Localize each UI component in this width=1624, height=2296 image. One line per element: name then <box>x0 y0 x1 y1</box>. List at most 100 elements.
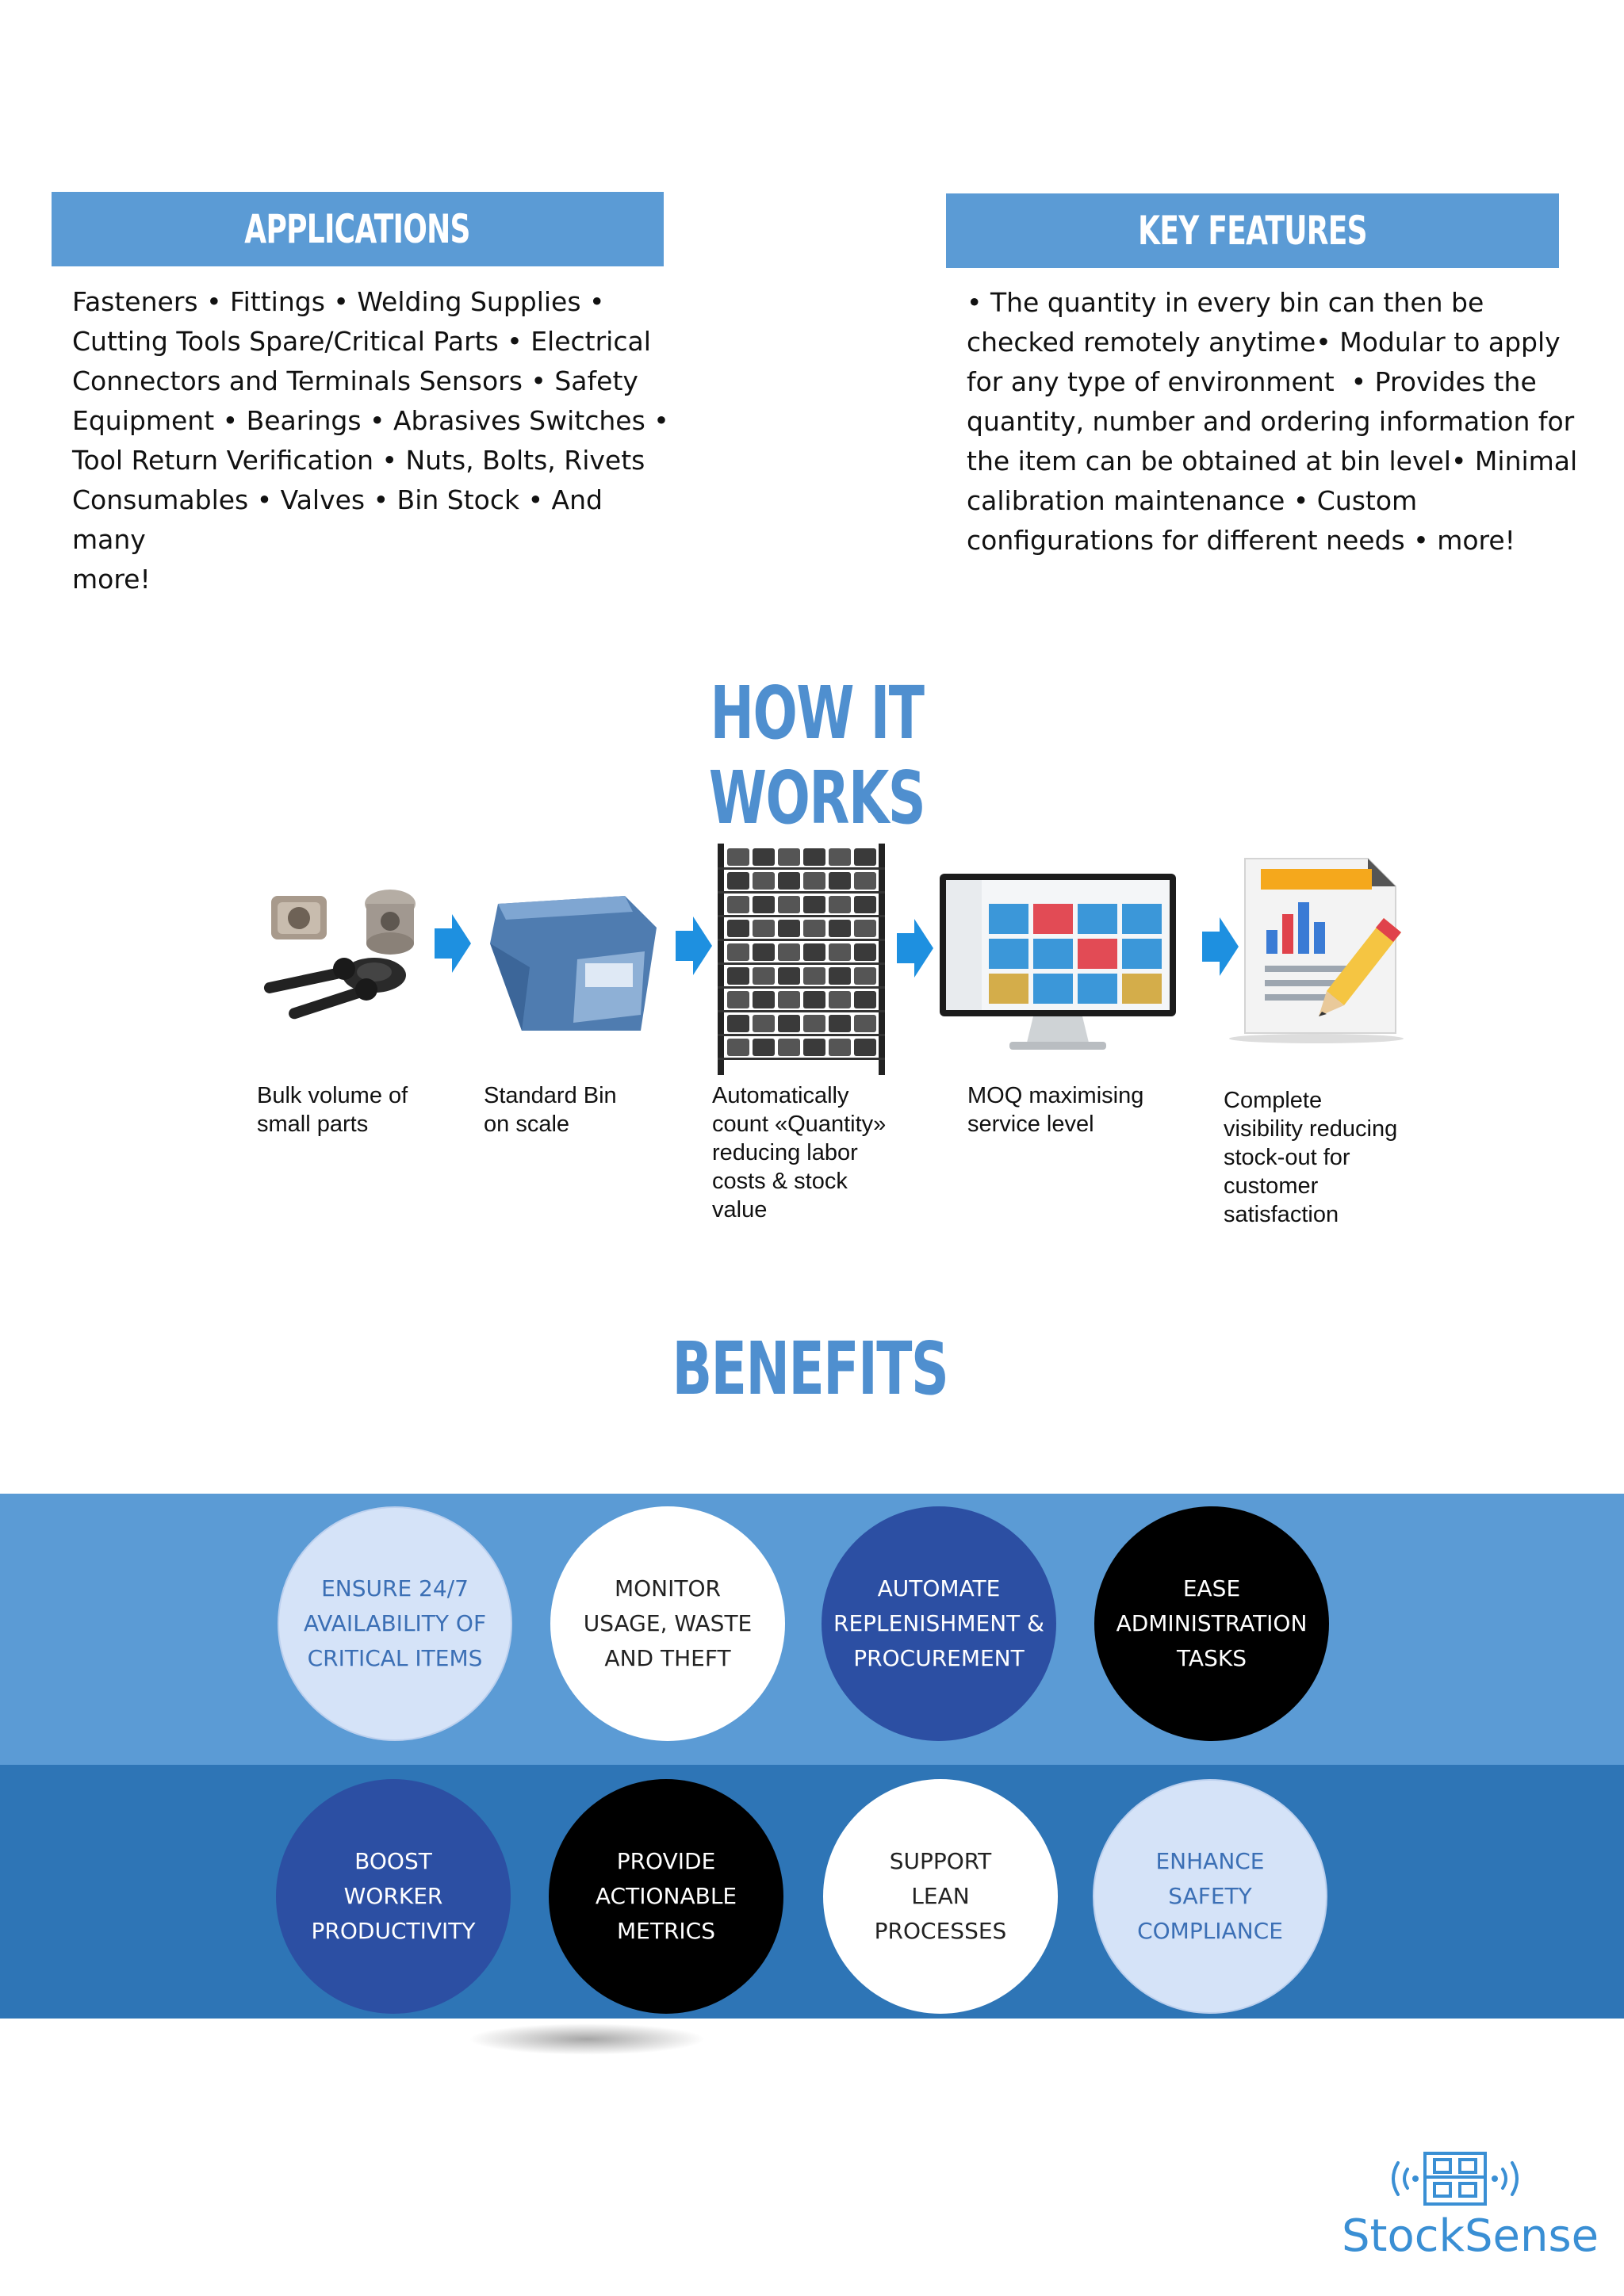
shelf-bin <box>854 872 876 890</box>
shelf-bin <box>803 967 825 985</box>
stocksense-logo-icon <box>1392 2152 1519 2206</box>
applications-heading: APPLICATIONS <box>52 192 664 266</box>
dashboard-tile <box>989 904 1028 934</box>
shelf-bin <box>854 920 876 937</box>
shelf-bin <box>803 1039 825 1056</box>
shelf-bin <box>829 848 851 866</box>
step-label-bulk: Bulk volume of small parts <box>257 1083 408 1137</box>
arrow-right-icon <box>897 919 933 978</box>
shelf-bin <box>727 943 749 961</box>
stocksense-logo-text: StockSense <box>1342 2210 1599 2262</box>
shelf-bin <box>753 872 775 890</box>
shelf-rail <box>718 1034 885 1036</box>
dashboard-tile <box>1078 939 1117 969</box>
shelf-bin <box>829 872 851 890</box>
dashboard-tile <box>1033 904 1073 934</box>
benefits-band-bottom <box>0 1765 1624 2019</box>
shelf-bin <box>753 848 775 866</box>
shelf-bin <box>803 943 825 961</box>
shelf-bin <box>727 872 749 890</box>
shelf-icon <box>718 844 885 1075</box>
band-shadow <box>468 2023 706 2055</box>
shelf-bin <box>854 848 876 866</box>
benefits-title: BENEFITS <box>672 1326 949 1411</box>
shelf-bin <box>829 967 851 985</box>
shelf-bin <box>753 920 775 937</box>
shelf-bin <box>753 991 775 1008</box>
report-icon <box>1229 858 1404 1043</box>
step-label-bin: Standard Bin on scale <box>484 1083 617 1137</box>
dashboard-tile <box>1078 974 1117 1004</box>
shelf-bin <box>727 967 749 985</box>
shelf-bin <box>727 991 749 1008</box>
shelf-rail <box>718 867 885 870</box>
shelf-bin <box>803 872 825 890</box>
shelf-bin <box>829 896 851 913</box>
shelf-rail <box>718 1010 885 1012</box>
key-features-heading: KEY FEATURES <box>946 193 1559 268</box>
shelf-bin <box>854 967 876 985</box>
dashboard-tile <box>1033 974 1073 1004</box>
shelf-bin <box>803 920 825 937</box>
dashboard-tile <box>989 974 1028 1004</box>
shelf-bin <box>727 920 749 937</box>
dashboard-tile <box>989 939 1028 969</box>
bin-icon <box>490 896 657 1031</box>
key-features-text: • The quantity in every bin can then be … <box>967 287 1578 556</box>
shelf-bin <box>803 896 825 913</box>
shelf-bin <box>753 943 775 961</box>
shelf-bin <box>778 872 800 890</box>
shelf-bin <box>778 991 800 1008</box>
shelf-bin <box>778 967 800 985</box>
applications-text: Fasteners • Fittings • Welding Supplies … <box>72 286 669 595</box>
shelf-bin <box>829 943 851 961</box>
shelf-rail <box>718 1058 885 1060</box>
shelf-rail <box>718 915 885 917</box>
shelf-bin <box>778 896 800 913</box>
shelf-bin <box>778 848 800 866</box>
arrow-right-icon <box>676 916 712 975</box>
dashboard-tile <box>1122 939 1162 969</box>
shelf-rail <box>718 986 885 989</box>
shelf-bin <box>727 848 749 866</box>
shelf-bin <box>854 896 876 913</box>
shelf-bin <box>854 991 876 1008</box>
shelf-bin <box>778 1039 800 1056</box>
shelf-rail <box>718 962 885 965</box>
shelf-bin <box>727 1039 749 1056</box>
shelf-bin <box>829 991 851 1008</box>
shelf-bin <box>778 920 800 937</box>
shelf-bin <box>753 896 775 913</box>
step-label-count: Automatically count «Quantity» reducing … <box>712 1083 887 1223</box>
shelf-rail <box>718 939 885 941</box>
arrow-right-icon <box>1202 917 1239 976</box>
shelf-bin <box>803 848 825 866</box>
monitor-icon <box>940 874 1176 1050</box>
shelf-bin <box>803 991 825 1008</box>
shelf-bin <box>753 1039 775 1056</box>
shelf-bin <box>753 1015 775 1032</box>
shelf-bin <box>854 943 876 961</box>
arrow-right-icon <box>435 914 471 973</box>
dashboard-tile <box>1122 974 1162 1004</box>
shelf-bin <box>727 896 749 913</box>
benefits-band-top <box>0 1494 1624 1765</box>
step-label-visibility: Complete visibility reducing stock-out f… <box>1224 1088 1398 1227</box>
step-label-moq: MOQ maximising service level <box>967 1083 1144 1137</box>
shelf-bin <box>854 1015 876 1032</box>
dashboard-tile <box>1033 939 1073 969</box>
shelf-bin <box>854 1039 876 1056</box>
shelf-bin <box>727 1015 749 1032</box>
shelf-bin <box>778 943 800 961</box>
dashboard-tile <box>1078 904 1117 934</box>
how-it-works-title: HOW IT WORKS <box>708 671 926 840</box>
shelf-bin <box>829 1039 851 1056</box>
shelf-bin <box>803 1015 825 1032</box>
